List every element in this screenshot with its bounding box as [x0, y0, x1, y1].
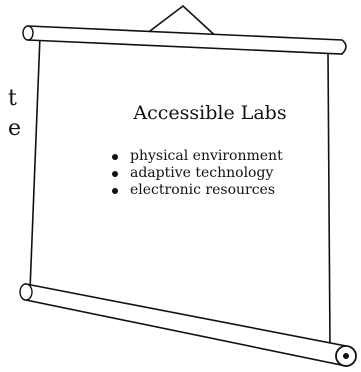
bullet-icon [112, 154, 118, 160]
list-item: adaptive technology [112, 165, 283, 182]
top-roller-icon [22, 25, 347, 55]
list-item-label: adaptive technology [130, 165, 274, 181]
screen-surface [34, 36, 330, 348]
bullet-list: physical environment adaptive technology… [112, 148, 283, 199]
list-item: electronic resources [112, 182, 283, 199]
hanging-cord-icon [145, 4, 221, 41]
screen-right-edge [327, 53, 331, 349]
screen-left-edge [29, 35, 41, 291]
bottom-roller-icon [19, 283, 357, 367]
clipped-text-line-1: t [8, 86, 17, 111]
screen-title: Accessible Labs [133, 102, 287, 124]
list-item-label: physical environment [130, 148, 283, 164]
clipped-text-line-2: e [8, 116, 22, 141]
bullet-icon [112, 188, 118, 194]
list-item: physical environment [112, 148, 283, 165]
list-item-label: electronic resources [130, 182, 276, 198]
bullet-icon [112, 171, 118, 177]
